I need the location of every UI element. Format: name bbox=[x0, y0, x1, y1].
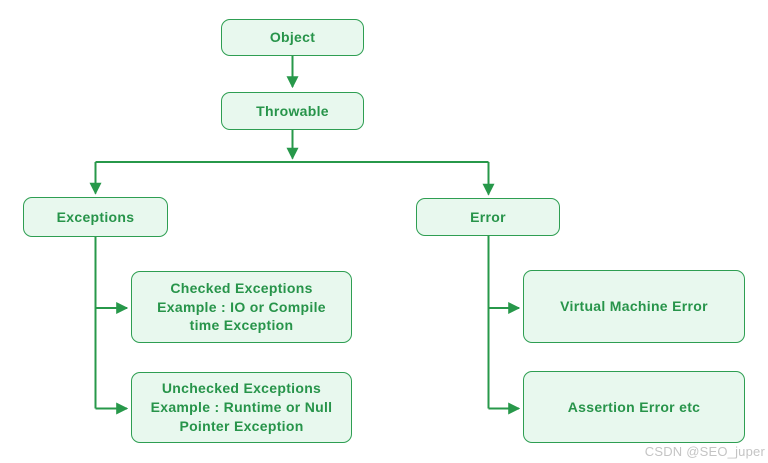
node-object-label: Object bbox=[269, 29, 316, 46]
node-exceptions-label: Exceptions bbox=[56, 208, 135, 225]
node-virtual-machine-error: Virtual Machine Error bbox=[523, 270, 745, 343]
node-error: Error bbox=[416, 198, 560, 236]
node-object: Object bbox=[221, 19, 364, 56]
node-unchecked-exceptions-line: Example : Runtime or Null bbox=[150, 399, 333, 416]
node-virtual-machine-error-label: Virtual Machine Error bbox=[560, 298, 708, 315]
node-unchecked-exceptions-line: Unchecked Exceptions bbox=[161, 380, 322, 397]
node-throwable-label: Throwable bbox=[256, 102, 329, 119]
node-exceptions: Exceptions bbox=[23, 197, 168, 237]
node-assertion-error: Assertion Error etc bbox=[523, 371, 745, 443]
node-checked-exceptions-line: Example : IO or Compile bbox=[157, 298, 326, 315]
watermark: CSDN @SEO_juper bbox=[644, 444, 765, 459]
node-throwable: Throwable bbox=[221, 92, 364, 130]
node-checked-exceptions-line: time Exception bbox=[189, 317, 294, 334]
node-assertion-error-label: Assertion Error etc bbox=[567, 398, 701, 415]
node-error-label: Error bbox=[470, 208, 506, 225]
node-checked-exceptions-line: Checked Exceptions bbox=[170, 279, 313, 296]
node-checked-exceptions: Checked Exceptions Example : IO or Compi… bbox=[131, 271, 352, 343]
node-unchecked-exceptions: Unchecked Exceptions Example : Runtime o… bbox=[131, 372, 352, 443]
node-unchecked-exceptions-line: Pointer Exception bbox=[179, 417, 304, 434]
